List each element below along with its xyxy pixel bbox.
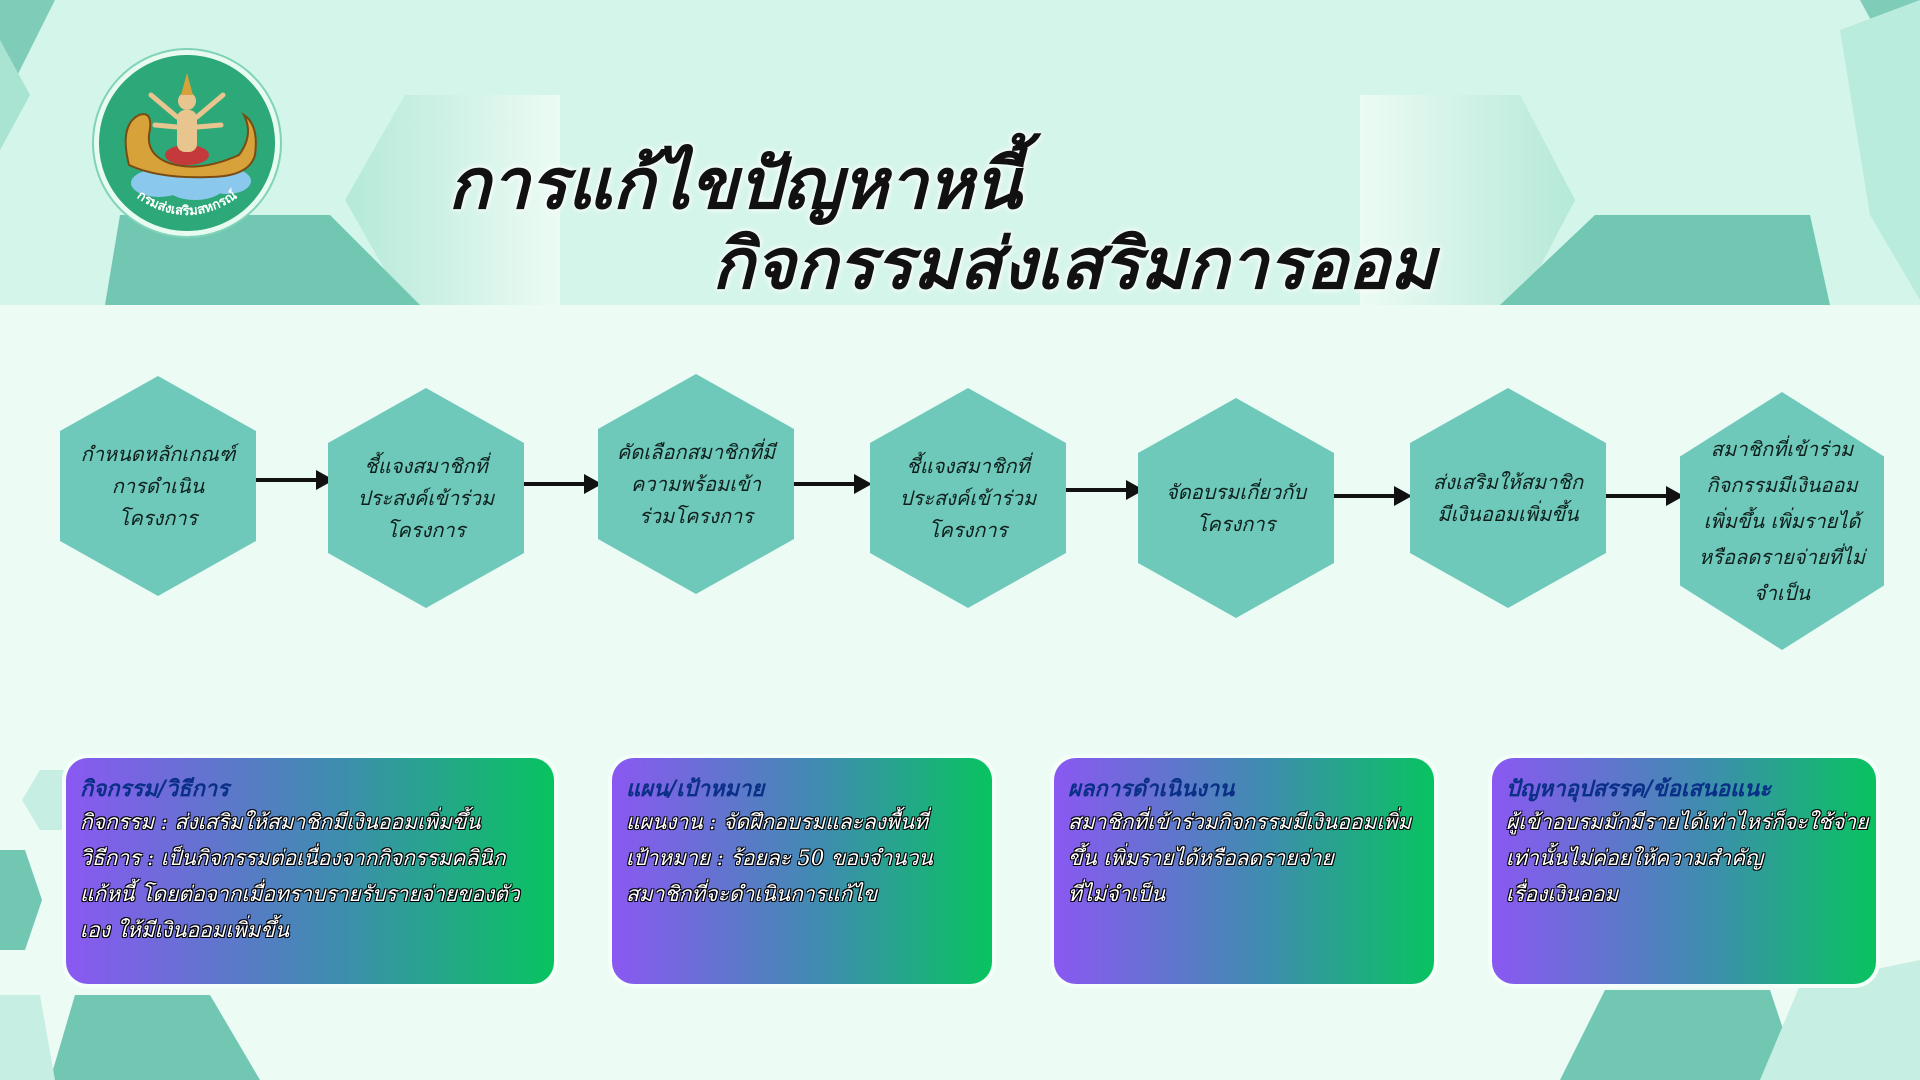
card-line: สมาชิกที่เข้าร่วมกิจกรรมมีเงินออมเพิ่ม: [1068, 810, 1412, 834]
card-line: สมาชิกที่จะดำเนินการแก้ไข: [626, 882, 878, 906]
card-body: แผนงาน : จัดฝึกอบรมและลงพื้นที่ เป้าหมาย…: [626, 804, 978, 912]
card-title: ปัญหาอุปสรรค/ข้อเสนอแนะ: [1506, 776, 1772, 802]
flow-step-3: คัดเลือกสมาชิกที่มีความพร้อมเข้าร่วมโครง…: [598, 374, 794, 594]
flow-step-label: ชี้แจงสมาชิกที่ประสงค์เข้าร่วมโครงการ: [357, 454, 495, 542]
flow-step-label: คัดเลือกสมาชิกที่มีความพร้อมเข้าร่วมโครง…: [616, 440, 776, 528]
card-line: เท่านั้นไม่ค่อยให้ความสำคัญ: [1506, 846, 1764, 870]
card-line: เรื่องเงินออม: [1506, 882, 1619, 906]
flow-step-4: ชี้แจงสมาชิกที่ประสงค์เข้าร่วมโครงการ: [870, 388, 1066, 608]
flow-arrow: [524, 474, 602, 494]
card-line: ขึ้น เพิ่มรายได้หรือลดรายจ่าย: [1068, 846, 1334, 870]
card-line: เป้าหมาย : ร้อยละ 50 ของจำนวน: [626, 846, 933, 870]
flow-arrow: [1606, 486, 1684, 506]
flow-step-label: ชี้แจงสมาชิกที่ประสงค์เข้าร่วมโครงการ: [899, 454, 1037, 542]
page-title-line2: กิจกรรมส่งเสริมการออม: [712, 222, 1436, 305]
info-card-activity: กิจกรรม/วิธีการ กิจกรรม : ส่งเสริมให้สมา…: [66, 758, 554, 984]
info-card-problems: ปัญหาอุปสรรค/ข้อเสนอแนะ ผู้เข้าอบรมมักมี…: [1492, 758, 1876, 984]
flow-step-7: สมาชิกที่เข้าร่วมกิจกรรมมีเงินออมเพิ่มขึ…: [1680, 392, 1884, 650]
page-title-line1: การแก้ไขปัญหาหนี้: [448, 142, 1022, 225]
flow-step-label: กำหนดหลักเกณฑ์การดำเนินโครงการ: [80, 442, 236, 530]
card-title: กิจกรรม/วิธีการ: [80, 776, 229, 802]
card-title: ผลการดำเนินงาน: [1068, 776, 1235, 802]
flow-step-2: ชี้แจงสมาชิกที่ประสงค์เข้าร่วมโครงการ: [328, 388, 524, 608]
card-line: วิธีการ : เป็นกิจกรรมต่อเนื่องจากกิจกรรม…: [80, 846, 506, 870]
logo: กรมส่งเสริมสหกรณ์: [94, 50, 280, 236]
card-body: ผู้เข้าอบรมมักมีรายได้เท่าไหร่ก็จะใช้จ่า…: [1506, 804, 1869, 912]
deity-on-naga-icon: กรมส่งเสริมสหกรณ์: [99, 55, 275, 231]
card-line: เอง ให้มีเงินออมเพิ่มขึ้น: [80, 918, 290, 942]
flow-arrow: [256, 470, 334, 490]
flow-arrow: [1334, 486, 1412, 506]
info-card-plan: แผน/เป้าหมาย แผนงาน : จัดฝึกอบรมและลงพื้…: [612, 758, 992, 984]
card-body: กิจกรรม : ส่งเสริมให้สมาชิกมีเงินออมเพิ่…: [80, 804, 540, 948]
card-line: กิจกรรม : ส่งเสริมให้สมาชิกมีเงินออมเพิ่…: [80, 810, 481, 834]
flow-step-1: กำหนดหลักเกณฑ์การดำเนินโครงการ: [60, 376, 256, 596]
card-line: แผนงาน : จัดฝึกอบรมและลงพื้นที่: [626, 810, 928, 834]
card-body: สมาชิกที่เข้าร่วมกิจกรรมมีเงินออมเพิ่ม ข…: [1068, 804, 1420, 912]
flow-arrow: [794, 474, 872, 494]
info-card-results: ผลการดำเนินงาน สมาชิกที่เข้าร่วมกิจกรรมม…: [1054, 758, 1434, 984]
flow-arrow: [1066, 480, 1144, 500]
card-title: แผน/เป้าหมาย: [626, 776, 765, 802]
flow-step-label: จัดอบรมเกี่ยวกับโครงการ: [1165, 480, 1307, 536]
flow-step-6: ส่งเสริมให้สมาชิกมีเงินออมเพิ่มขึ้น: [1410, 388, 1606, 608]
card-line: แก้หนี้ โดยต่อจากเมื่อทราบรายรับรายจ่ายข…: [80, 882, 520, 906]
flow-step-label: สมาชิกที่เข้าร่วมกิจกรรมมีเงินออมเพิ่มขึ…: [1699, 437, 1865, 605]
card-line: ที่ไม่จำเป็น: [1068, 882, 1166, 906]
flow-step-5: จัดอบรมเกี่ยวกับโครงการ: [1138, 398, 1334, 618]
flow-step-label: ส่งเสริมให้สมาชิกมีเงินออมเพิ่มขึ้น: [1432, 470, 1584, 526]
card-line: ผู้เข้าอบรมมักมีรายได้เท่าไหร่ก็จะใช้จ่า…: [1506, 810, 1869, 834]
